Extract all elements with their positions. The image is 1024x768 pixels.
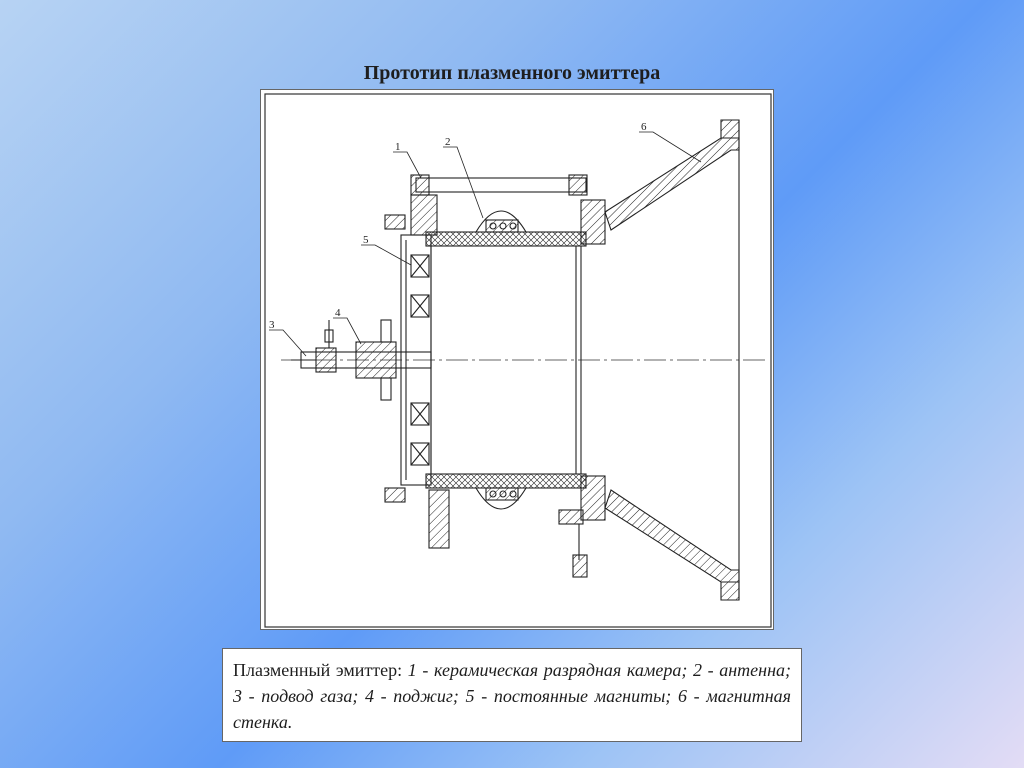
- top-bolt-bar: [415, 177, 587, 193]
- left-flange-bottom: [428, 489, 450, 549]
- chamber-bottom-wall: [425, 473, 587, 489]
- technical-drawing: 1 2 3 4 5 6: [260, 89, 774, 630]
- emitter-drawing: 1 2 3 4 5 6: [264, 93, 772, 628]
- antenna-bottom: [475, 487, 527, 510]
- callout-3: 3: [269, 319, 275, 331]
- igniter-block: [355, 341, 397, 379]
- magnetic-wall-top: [604, 137, 740, 231]
- callout-4: 4: [335, 307, 341, 319]
- caption-box: Плазменный эмиттер: 1 - керамическая раз…: [222, 648, 802, 742]
- caption-items: 1 - керамическая разрядная камера; 2 - а…: [233, 660, 792, 732]
- right-flange-bottom: [580, 475, 606, 521]
- callout-1: 1: [395, 141, 401, 153]
- magnet: [410, 254, 430, 278]
- callout-5: 5: [363, 234, 369, 246]
- caption-lead: Плазменный эмиттер:: [233, 660, 403, 680]
- callout-6: 6: [641, 121, 647, 133]
- inner-frame: [264, 93, 772, 628]
- magnetic-wall-bottom: [604, 489, 740, 583]
- chamber-top-wall: [425, 231, 587, 247]
- left-flange-top: [410, 194, 438, 236]
- antenna-top: [475, 210, 527, 233]
- slide-title: Прототип плазменного эмиттера: [363, 62, 661, 84]
- callout-2: 2: [445, 136, 451, 148]
- right-flange-top: [580, 199, 606, 245]
